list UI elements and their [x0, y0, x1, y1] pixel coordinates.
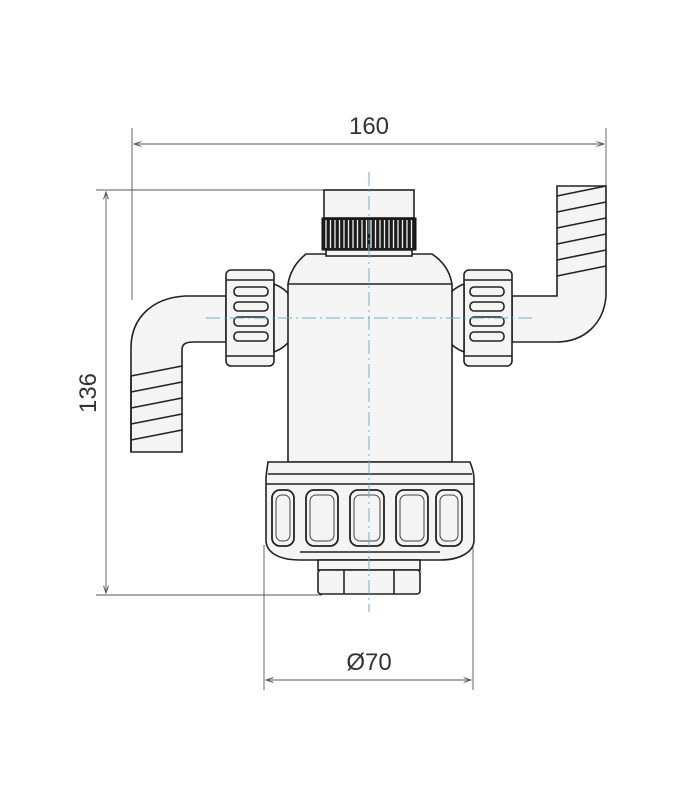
bowl-rib	[305, 489, 339, 547]
bowl-rib	[271, 489, 295, 547]
bowl-rib-inner	[399, 494, 425, 542]
height-dimension-label: 136	[75, 373, 102, 413]
height-dimension: 136	[75, 189, 330, 596]
bowl-rib-inner	[309, 494, 335, 542]
width-dimension-label: 160	[349, 113, 389, 140]
bowl-ring	[265, 461, 475, 561]
diameter-dimension-label: Ø70	[346, 649, 391, 676]
bowl-rib-inner	[353, 494, 381, 542]
bowl-rib	[349, 489, 385, 547]
diameter-dimension: Ø70	[263, 545, 474, 690]
center-lines	[206, 172, 532, 612]
bowl-rib-inner	[439, 494, 459, 542]
width-dimension: 160	[131, 113, 607, 300]
filter-head-body	[287, 253, 453, 463]
left-hose-barb	[130, 295, 227, 453]
bowl-rib-inner	[275, 494, 291, 542]
right-hose-barb	[511, 185, 607, 343]
bowl-rib	[395, 489, 429, 547]
bowl-rib	[435, 489, 463, 547]
